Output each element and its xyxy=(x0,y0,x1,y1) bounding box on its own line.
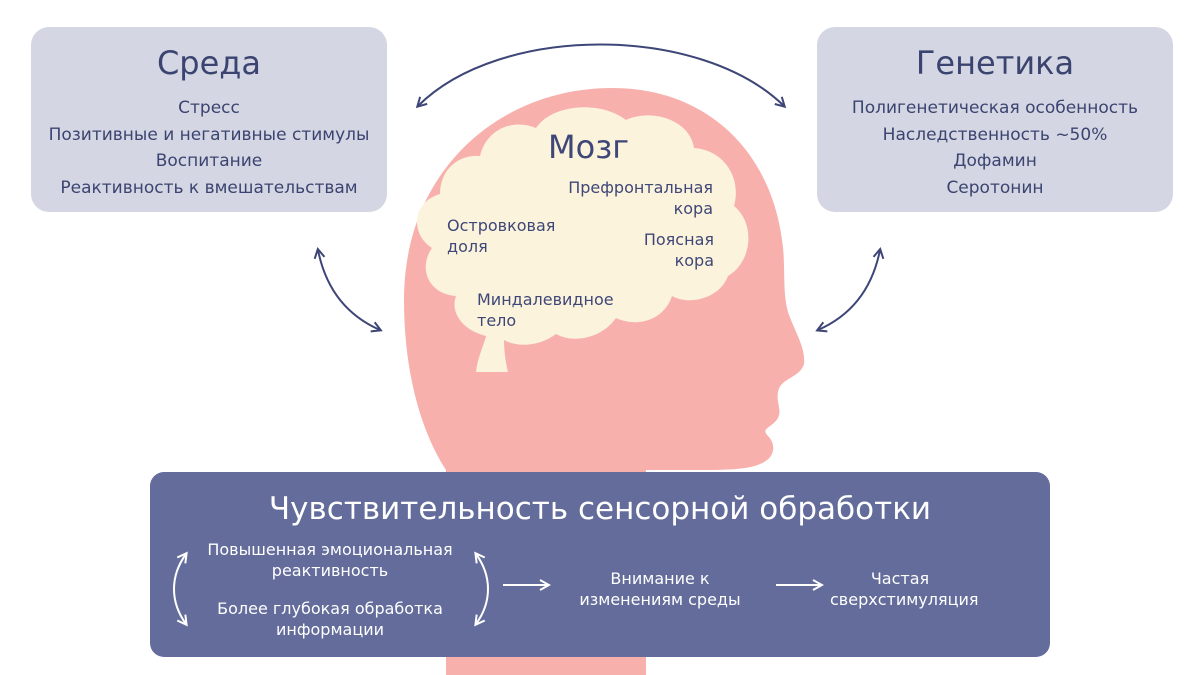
environment-item: Реактивность к вмешательствам xyxy=(60,177,358,198)
arrow-genetics-brain xyxy=(818,250,880,330)
arrow-left-bracket xyxy=(173,554,186,624)
environment-item: Позитивные и негативные стимулы xyxy=(48,124,370,145)
brain-shape xyxy=(417,107,749,373)
environment-item: Воспитание xyxy=(155,151,263,171)
brain-title: Мозг xyxy=(548,128,630,166)
sps-reactivity: Повышенная эмоциональная реактивность xyxy=(207,540,453,580)
brain-label-prefrontal: Префронтальная кора xyxy=(568,178,713,218)
genetics-item: Серотонин xyxy=(946,177,1044,198)
genetics-box: Генетика Полигенетическая особенность На… xyxy=(817,27,1173,212)
environment-box: Среда Стресс Позитивные и негативные сти… xyxy=(31,27,387,212)
sps-attention: Внимание к изменениям среды xyxy=(579,569,741,609)
arrow-environment-brain xyxy=(318,250,380,330)
sps-panel: Чувствительность сенсорной обработки Пов… xyxy=(150,472,1050,657)
sps-overstim: Частая сверхстимуляция xyxy=(830,569,979,609)
sps-processing: Более глубокая обработка информации xyxy=(217,599,443,639)
environment-title: Среда xyxy=(156,44,262,82)
sps-title: Чувствительность сенсорной обработки xyxy=(268,491,932,527)
genetics-item: Полигенетическая особенность xyxy=(851,98,1139,118)
brain-label-amygdala: Миндалевидное тело xyxy=(477,290,614,330)
brain-label-insula: Островковая доля xyxy=(447,216,556,256)
genetics-item: Наследственность ~50% xyxy=(882,124,1108,145)
genetics-title: Генетика xyxy=(915,44,1075,82)
environment-item: Стресс xyxy=(178,98,240,118)
sps-arrows xyxy=(173,472,1050,657)
arrow-right-bracket xyxy=(476,554,489,624)
brain-label-cingulate: Поясная кора xyxy=(643,230,714,270)
arrow-environment-genetics xyxy=(418,43,784,107)
genetics-item: Дофамин xyxy=(953,151,1037,171)
